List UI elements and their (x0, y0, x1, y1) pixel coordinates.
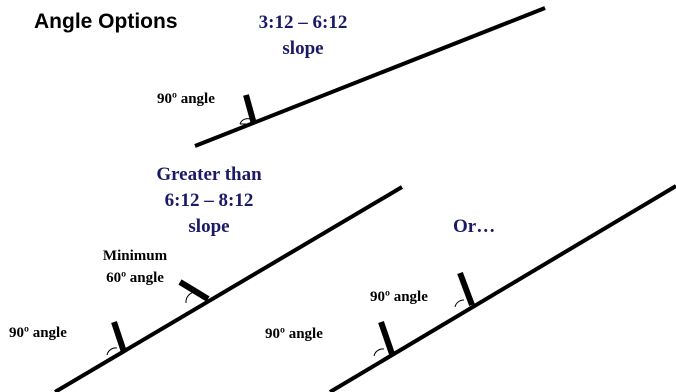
angle-arc-left (106, 347, 118, 356)
angle-label-right-high-90: 90º angle (370, 289, 428, 305)
roof-line-right (328, 184, 676, 392)
angle-arc-right-high (454, 299, 465, 308)
stud-right-high-90 (457, 271, 475, 307)
angle-arc-top (239, 118, 251, 125)
slope-top-word: slope (282, 38, 324, 59)
angle-min-word: Minimum (102, 248, 168, 264)
diagram-title: Angle Options (34, 10, 178, 33)
angle-60-word: 60º angle (106, 270, 164, 286)
or-label: Or… (453, 216, 496, 237)
angle-label-min-60: Minimum 60º angle (86, 247, 184, 287)
angle-arc-60 (185, 291, 197, 304)
stud-left-90 (111, 321, 127, 353)
slope-top-range: 3:12 – 6:12 (258, 12, 348, 33)
slope-mid-word: slope (188, 216, 230, 237)
stud-60 (178, 279, 210, 302)
angle-label-right-low-90: 90º angle (265, 326, 323, 342)
slope-mid-range: 6:12 – 8:12 (164, 190, 254, 211)
slope-label-top: 3:12 – 6:12 slope (248, 12, 358, 60)
angle-label-top-90: 90º angle (157, 91, 215, 107)
stud-top-90 (243, 94, 257, 125)
stud-right-low-90 (378, 321, 395, 355)
roof-line-middle (53, 185, 404, 392)
slope-label-middle: Greater than 6:12 – 8:12 slope (134, 164, 284, 238)
angle-label-left-90: 90º angle (9, 325, 67, 341)
angle-arc-right-low (373, 348, 385, 357)
slope-mid-greater: Greater than (156, 164, 262, 185)
